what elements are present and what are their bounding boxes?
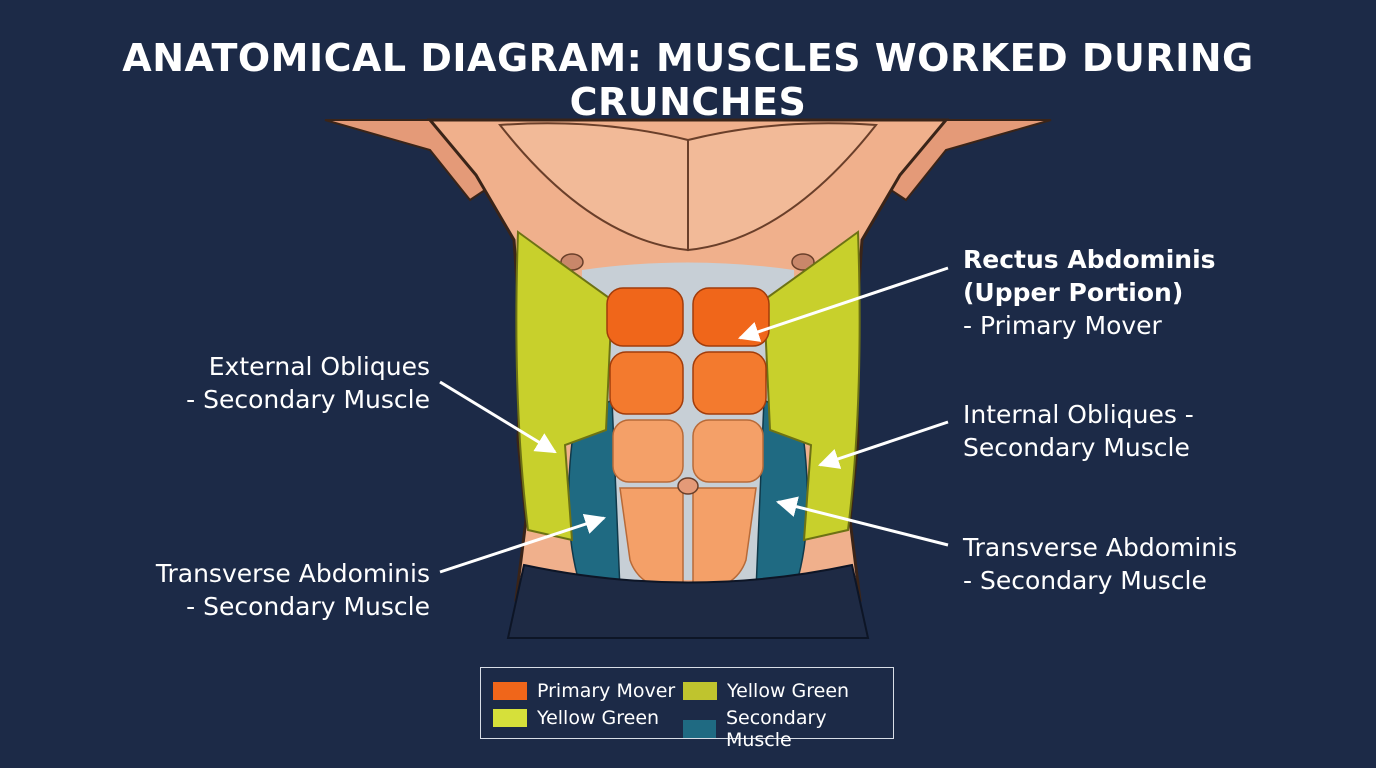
label-rectus-line1: Rectus Abdominis xyxy=(963,245,1216,274)
label-internal-obliques-line1: Internal Obliques - xyxy=(963,400,1194,429)
legend-swatch xyxy=(683,682,717,700)
nipple-right xyxy=(791,253,815,271)
label-internal-obliques-line2: Secondary Muscle xyxy=(963,433,1190,462)
arrow-transverse-left xyxy=(439,513,606,574)
page-title: ANATOMICAL DIAGRAM: MUSCLES WORKED DURIN… xyxy=(122,36,1254,124)
legend-label: Yellow Green xyxy=(537,707,660,729)
arrow-transverse-right xyxy=(775,496,949,547)
legend-swatch xyxy=(683,720,716,738)
label-transverse-right: Transverse Abdominis - Secondary Muscle xyxy=(963,531,1237,597)
legend-swatch xyxy=(493,709,527,727)
label-internal-obliques: Internal Obliques - Secondary Muscle xyxy=(963,398,1194,464)
rectus-second-right xyxy=(692,351,767,415)
label-transverse-right-line2: - Secondary Muscle xyxy=(963,566,1207,595)
legend-item: Primary Mover xyxy=(493,680,675,702)
rectus-second-left xyxy=(609,351,684,415)
label-rectus-line2: (Upper Portion) xyxy=(963,278,1184,307)
label-transverse-left-line1: Transverse Abdominis xyxy=(155,559,430,588)
nipple-left xyxy=(560,253,584,271)
legend-swatch xyxy=(493,682,527,700)
label-transverse-right-line1: Transverse Abdominis xyxy=(963,533,1238,562)
label-transverse-left: Transverse Abdominis - Secondary Muscle xyxy=(150,557,430,623)
legend-label: Secondary Muscle xyxy=(725,707,827,751)
external-obliques-muscle xyxy=(515,230,614,542)
label-external-obliques: External Obliques - Secondary Muscle xyxy=(170,350,430,416)
label-rectus: Rectus Abdominis (Upper Portion) - Prima… xyxy=(963,243,1216,342)
arrow-rectus xyxy=(738,266,949,342)
label-rectus-line3: - Primary Mover xyxy=(963,311,1162,340)
legend-item: Yellow Green xyxy=(493,707,659,729)
legend: Primary Mover Yellow Green Yellow Green … xyxy=(480,667,894,751)
rectus-third-right xyxy=(692,419,764,483)
legend-label: Yellow Green xyxy=(727,680,850,702)
label-external-obliques-line1: External Obliques xyxy=(208,352,430,381)
shorts xyxy=(506,563,870,639)
legend-label: Primary Mover xyxy=(537,680,676,702)
rectus-upper-left xyxy=(606,287,684,347)
navel xyxy=(677,477,699,495)
arrow-external-obliques xyxy=(439,380,557,454)
arrow-internal-obliques xyxy=(818,420,949,469)
label-transverse-left-line2: - Secondary Muscle xyxy=(186,592,430,621)
label-external-obliques-line2: - Secondary Muscle xyxy=(186,385,430,414)
legend-item: Yellow Green xyxy=(683,680,849,702)
rectus-third-left xyxy=(612,419,684,483)
rectus-upper-right xyxy=(692,287,770,347)
chest-right xyxy=(687,122,878,252)
legend-item: Secondary Muscle xyxy=(683,707,893,751)
